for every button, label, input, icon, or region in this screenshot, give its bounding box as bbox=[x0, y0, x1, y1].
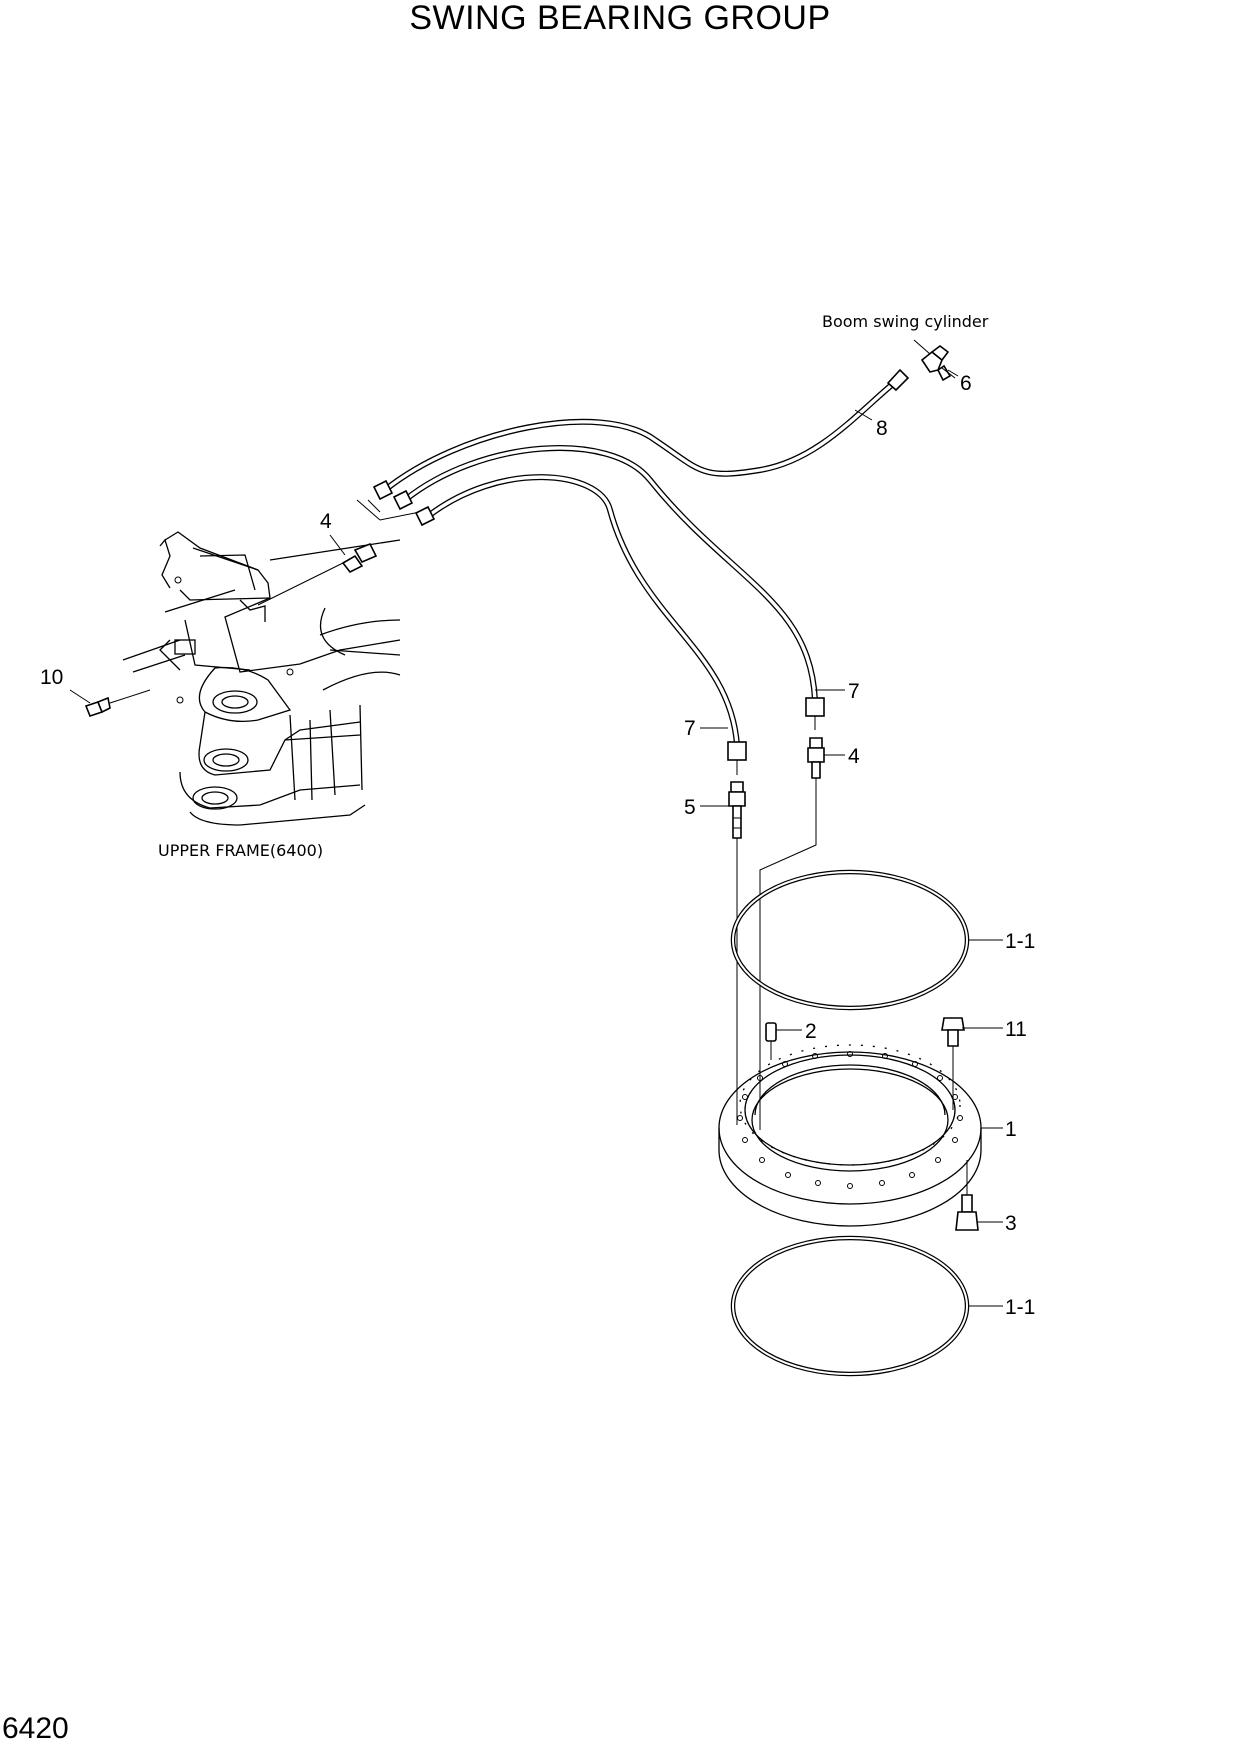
connector-part-4-left bbox=[257, 534, 378, 606]
hose-part-8 bbox=[382, 375, 903, 493]
callout-7-right: 7 bbox=[848, 680, 860, 703]
centerline-4 bbox=[759, 778, 817, 1130]
hose-nut-7-right bbox=[805, 697, 825, 730]
page-title: SWING BEARING GROUP bbox=[409, 0, 831, 37]
callout-4-top: 4 bbox=[320, 510, 332, 533]
bolt-part-3 bbox=[955, 1160, 979, 1231]
callout-5: 5 bbox=[684, 796, 696, 819]
elbow-fitting-part-6 bbox=[913, 339, 959, 382]
page-number: 6420 bbox=[2, 1712, 69, 1745]
callout-8: 8 bbox=[876, 417, 888, 440]
bearing-bolt-holes bbox=[737, 1051, 963, 1189]
pin-part-2 bbox=[765, 1022, 777, 1060]
callout-2: 2 bbox=[805, 1020, 817, 1043]
callout-10: 10 bbox=[40, 666, 63, 689]
hose-nut-7-left bbox=[727, 741, 747, 775]
callout-11: 11 bbox=[1005, 1018, 1027, 1041]
callout-1: 1 bbox=[1005, 1118, 1017, 1141]
hose-part-7-left bbox=[424, 474, 740, 748]
upper-frame bbox=[122, 531, 401, 826]
grease-nipple-part-10 bbox=[69, 689, 151, 717]
callout-1-1-bottom: 1-1 bbox=[1005, 1296, 1035, 1319]
leader-hose-ends-2 bbox=[379, 511, 421, 521]
callout-7-left: 7 bbox=[684, 717, 696, 740]
callout-1-1-top: 1-1 bbox=[1005, 930, 1035, 953]
seal-ring-bottom-part-1-1 bbox=[730, 1235, 970, 1377]
adapter-part-5 bbox=[728, 781, 746, 839]
hose-end-cylinder bbox=[886, 368, 910, 392]
hose-end-nuts bbox=[367, 479, 436, 527]
note-boom-swing-cylinder: Boom swing cylinder bbox=[822, 312, 989, 331]
connector-part-4-right bbox=[807, 737, 825, 779]
callout-6: 6 bbox=[960, 372, 972, 395]
leader-hose-ends bbox=[356, 499, 381, 521]
bolt-part-11 bbox=[941, 1017, 965, 1110]
callout-leaders bbox=[700, 367, 1003, 1307]
seal-ring-top-part-1-1 bbox=[730, 869, 970, 1011]
note-upper-frame: UPPER FRAME(6400) bbox=[158, 841, 323, 860]
hose-part-7-right bbox=[402, 445, 818, 703]
callout-4-right: 4 bbox=[848, 745, 860, 768]
swing-bearing-part-1 bbox=[718, 1044, 982, 1227]
callout-3: 3 bbox=[1005, 1212, 1017, 1235]
